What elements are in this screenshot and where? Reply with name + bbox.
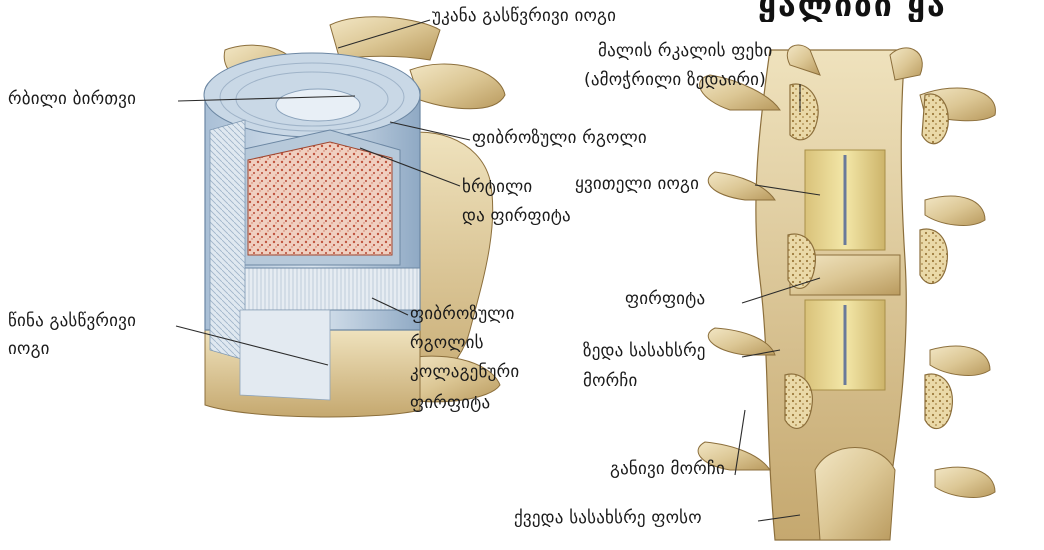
lower-body-fossa xyxy=(815,448,895,541)
label-collagen-line4: ფირფიტა xyxy=(410,394,490,414)
truncated-heading: ყალიზი ყა xyxy=(730,0,1044,22)
process-right-3 xyxy=(930,346,990,375)
label-ligamentum-flavum: ყვითელი იოგი xyxy=(575,175,699,195)
label-collagen-line3: კოლაგენური xyxy=(410,363,519,383)
label-transverse-process: განივი მორჩი xyxy=(610,460,725,480)
label-superior-articular-line2: მორჩი xyxy=(583,372,637,392)
spinous-top-right xyxy=(890,48,922,80)
process-right-2 xyxy=(925,196,985,225)
nucleus-pulposus-shape xyxy=(276,89,360,121)
label-cartilage-line2: და ფირფიტა xyxy=(462,207,571,227)
label-anterior-ligament-line2: იოგი xyxy=(8,340,50,360)
label-collagen-line1: ფიბროზული xyxy=(410,305,515,325)
process-right-4 xyxy=(935,467,995,497)
spinous-process-top xyxy=(330,17,440,60)
collagen-lamellae-band xyxy=(240,268,420,310)
label-lamina-line1: მალის რკალის ფეხი xyxy=(598,42,772,62)
label-anterior-ligament-line1: წინა გასწვრივი xyxy=(8,312,136,332)
label-cartilage-line1: ხრტილი xyxy=(462,178,532,198)
right-spine-column xyxy=(698,45,995,540)
transverse-process-right xyxy=(410,64,505,109)
label-superior-articular-line1: ზედა სასახსრე xyxy=(583,342,706,362)
truncated-heading-text: ყალიზი ყა xyxy=(758,0,947,22)
label-collagen-line2: რგოლის xyxy=(410,334,484,354)
cancellous-bone-section xyxy=(248,142,392,255)
label-inferior-articular: ქვედა სასახსრე ფოსო xyxy=(514,509,702,529)
label-annulus-fibrosus: ფიბროზული რგოლი xyxy=(472,129,647,149)
label-plate: ფირფიტა xyxy=(625,290,705,310)
lamina-cut-right-2 xyxy=(920,229,947,284)
anterior-ligament-lower xyxy=(240,310,330,400)
left-vertebra-segment xyxy=(204,17,505,417)
lamina-cut-right-3 xyxy=(925,374,952,429)
label-supraspinous-ligament: უკანა გასწვრივი იოგი xyxy=(432,7,616,27)
label-nucleus-pulposus: რბილი ბირთვი xyxy=(8,90,136,110)
label-lamina-line2: (ამოჭრილი ზედაირი) xyxy=(584,71,766,91)
